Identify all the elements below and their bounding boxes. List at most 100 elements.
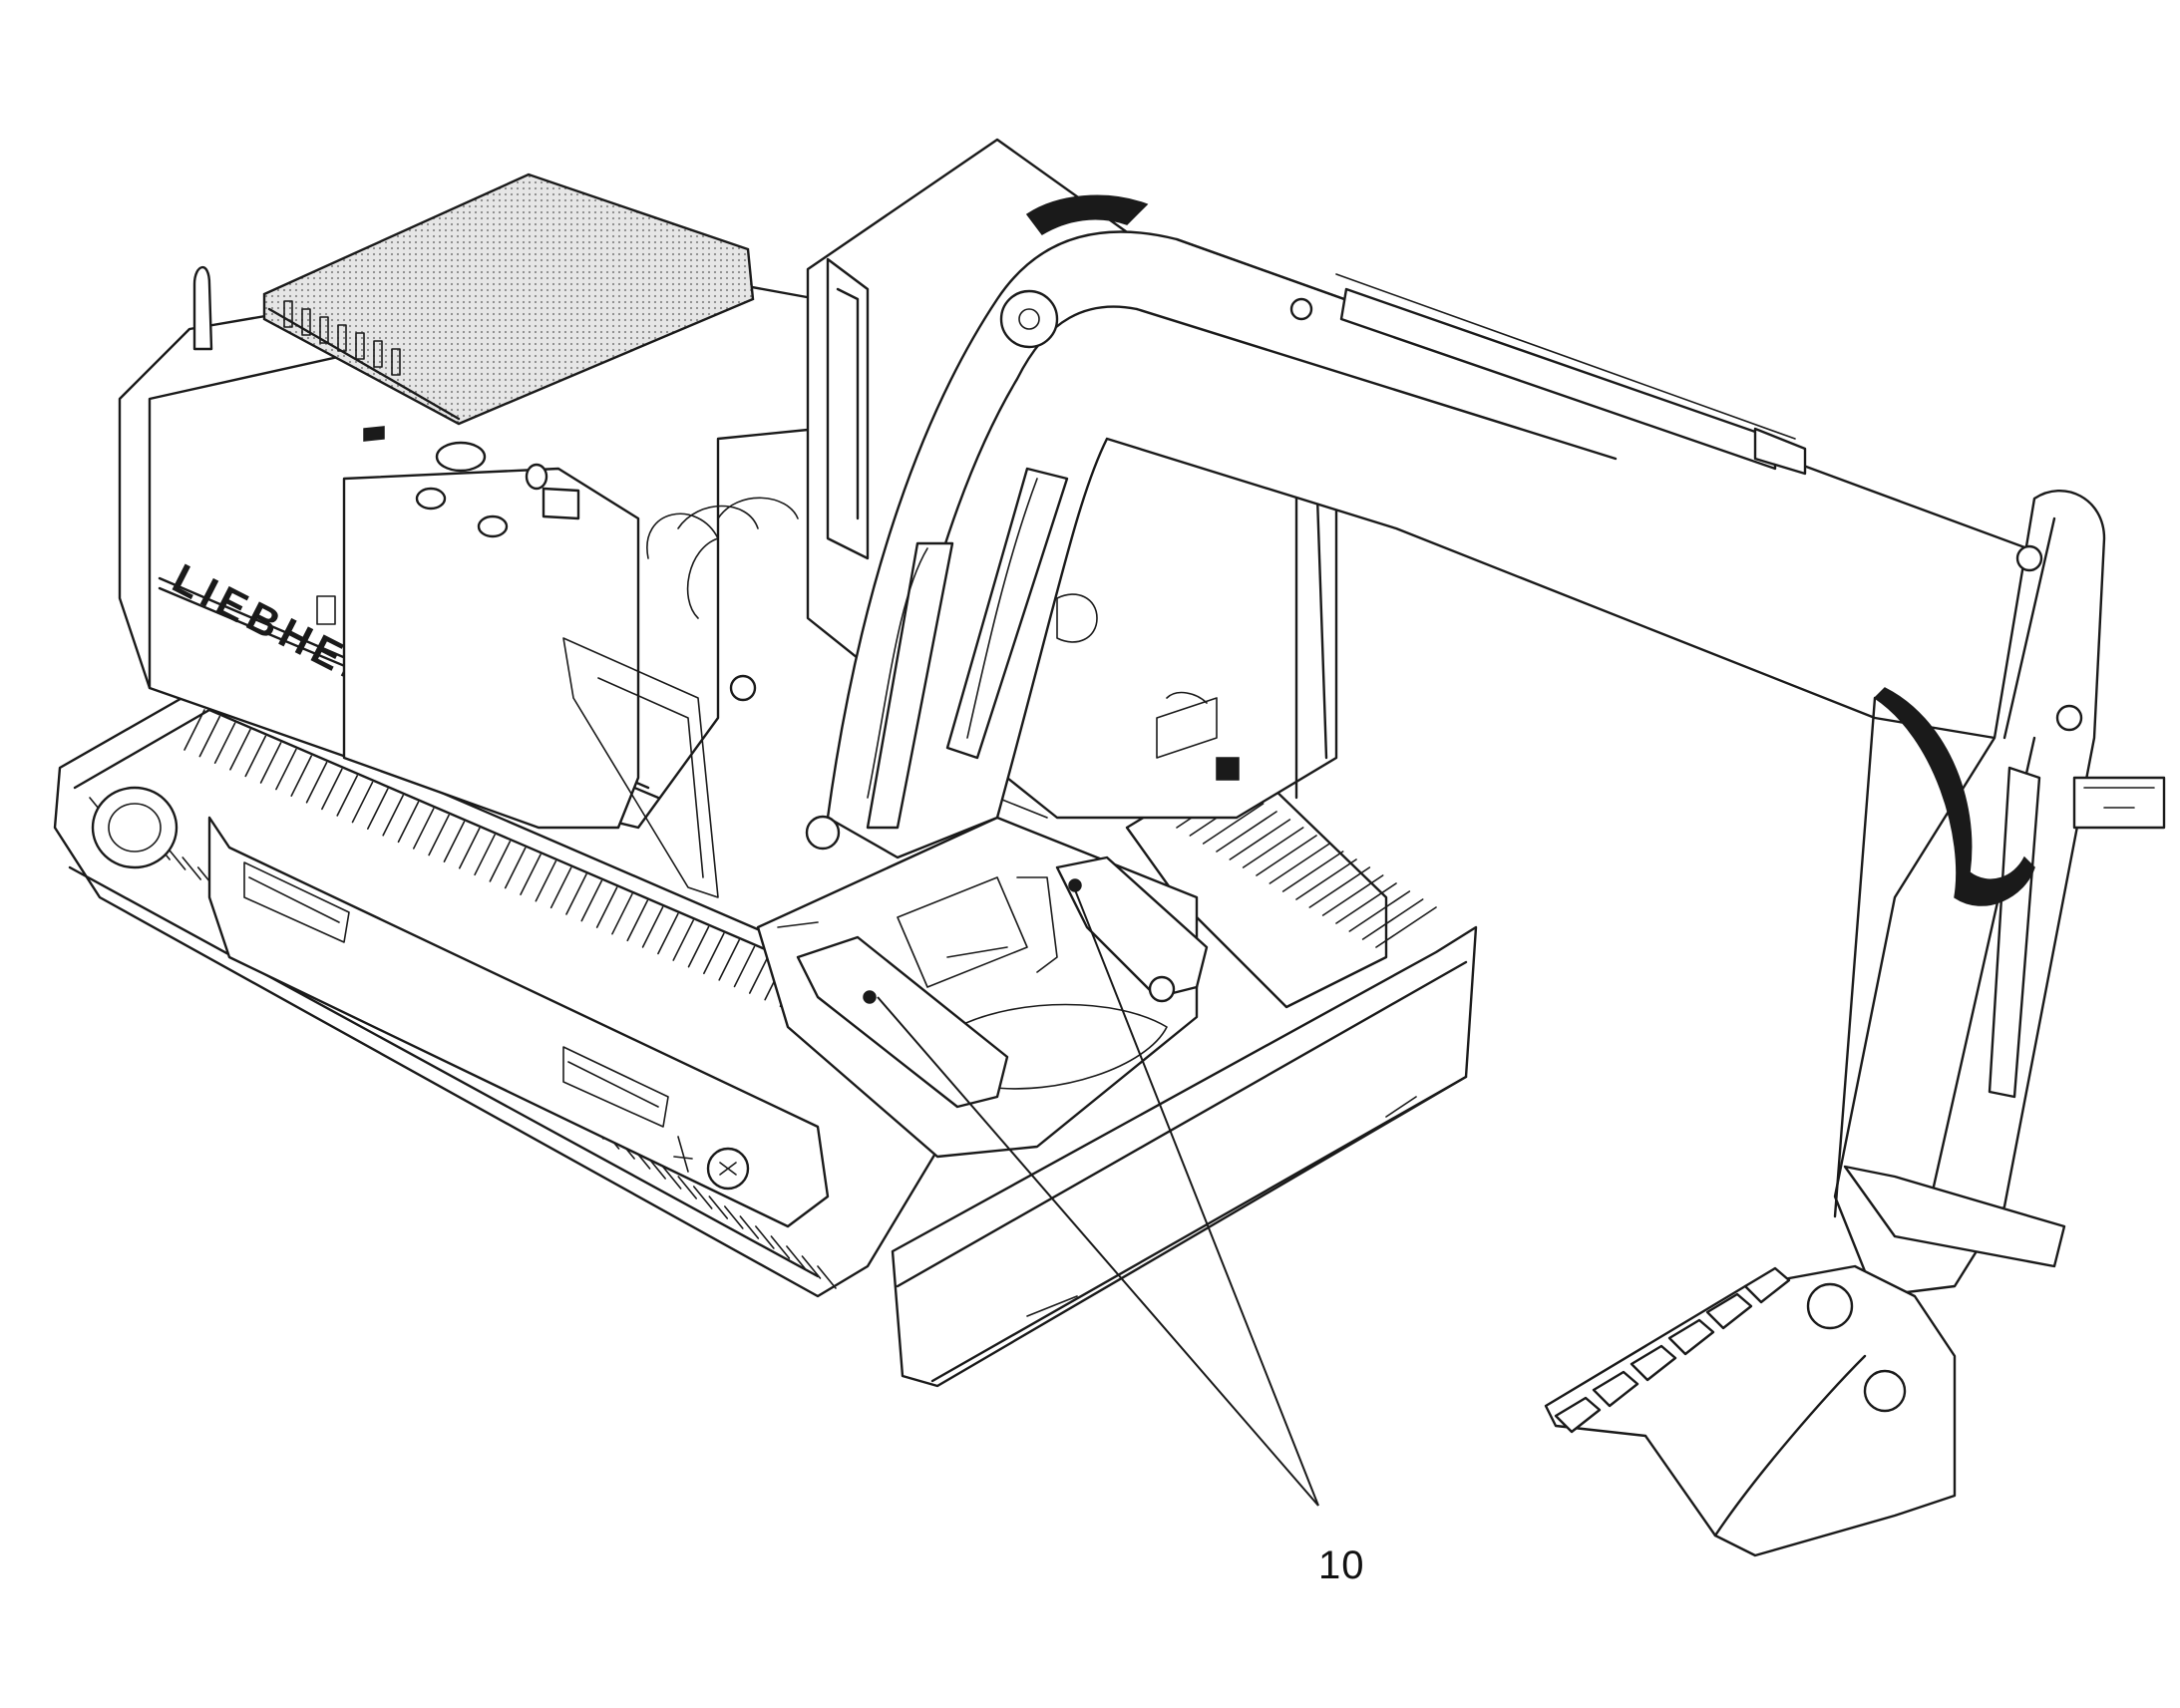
track-shoe [1202, 803, 1265, 845]
bucket-tooth [1592, 1370, 1639, 1408]
track-shoe [801, 1255, 822, 1279]
track-shoe [1361, 898, 1424, 940]
track-shoe [549, 866, 572, 909]
arm-cylinder [1339, 287, 1777, 471]
hydraulic-tank [342, 467, 640, 830]
grille-louver [391, 348, 401, 376]
track-shoe [474, 834, 496, 876]
bucket-tooth [1743, 1266, 1791, 1304]
track-shoe [412, 808, 435, 850]
left-crawler-track [53, 686, 959, 1298]
breather-cap [525, 463, 548, 491]
track-shoe [213, 722, 236, 764]
track-shoe [443, 821, 466, 862]
track-shoe [351, 781, 374, 824]
dozer-blade [891, 925, 1478, 1388]
track-shoe [641, 906, 664, 948]
hose-connector-block [2072, 776, 2166, 830]
handrail [562, 637, 719, 898]
track-shoe [520, 854, 542, 895]
track-shoe [259, 742, 282, 784]
track-shoe [672, 919, 695, 961]
boom-cylinder-right [945, 467, 1069, 760]
callout-number: 10 [1318, 1543, 1365, 1587]
hydraulic-hose-bundle [646, 497, 799, 619]
track-shoe [718, 939, 740, 981]
track-shoe [198, 715, 221, 758]
front-idler-wheel [91, 786, 179, 869]
track-shoe [595, 886, 618, 928]
bucket [1544, 1264, 1957, 1557]
track-shoe [1256, 835, 1317, 876]
track-shoe [703, 932, 725, 975]
track-shoe [817, 1265, 837, 1289]
track-shoe [708, 1196, 729, 1219]
boom [729, 194, 2066, 859]
track-shoe [504, 847, 527, 889]
track-shoe [733, 945, 756, 988]
track-frame [207, 816, 830, 1228]
track-shoe [677, 1176, 698, 1199]
fuel-cap [435, 441, 487, 473]
track-shoe [1295, 858, 1357, 900]
bucket-tooth [1630, 1344, 1677, 1382]
track-shoe [458, 827, 481, 869]
track-shoe [336, 775, 358, 817]
track-shoe [182, 856, 201, 880]
track-shoe [428, 814, 450, 856]
blade-arm-right [1055, 855, 1209, 999]
grille-louver [319, 316, 329, 344]
bucket-tooth [1705, 1292, 1753, 1330]
grille-louver [355, 332, 365, 360]
track-shoe [724, 1205, 744, 1229]
track-shoe [321, 768, 343, 811]
bucket-tooth [1667, 1318, 1715, 1356]
track-shoe [687, 925, 710, 968]
track-shoe [535, 859, 557, 902]
track-shoe [489, 841, 512, 882]
track-shoe [1375, 906, 1437, 948]
track-shoe [626, 899, 649, 942]
arm-pin [2015, 544, 2043, 572]
track-shoe [692, 1186, 713, 1209]
track-shoe [661, 1166, 682, 1190]
track-shoe [382, 794, 404, 837]
track-shoe [1335, 882, 1397, 924]
track-shoe [1348, 890, 1411, 932]
track-shoe [739, 1215, 760, 1239]
undercarriage-center [756, 797, 1209, 1159]
track-shoe [786, 1245, 806, 1269]
track-shoe [770, 1235, 791, 1259]
track-shoe [1216, 811, 1277, 853]
grille-louver [337, 324, 347, 352]
track-shoe [166, 847, 186, 870]
track-shoe [183, 709, 205, 751]
callout-leader-lines [877, 881, 1319, 1507]
track-shoe [397, 801, 420, 844]
track-shoe [657, 912, 679, 955]
track-shoe [244, 735, 267, 778]
engine-hood-grille [262, 172, 755, 426]
track-shoe [305, 761, 328, 804]
track-shoe [1308, 866, 1371, 908]
grille-louver [301, 308, 311, 336]
bucket-tooth [1554, 1396, 1602, 1434]
track-shoe [580, 879, 603, 922]
track-shoe [229, 728, 251, 771]
track-shoe [749, 952, 771, 994]
grille-louver [373, 340, 383, 368]
boom-cylinder-left [866, 541, 954, 830]
track-shoe [1229, 819, 1291, 860]
track-shoe [611, 892, 633, 935]
exhaust-pipe [192, 265, 213, 351]
track-shoe [275, 748, 297, 791]
track-shoe [367, 788, 389, 830]
blade-arm-left [796, 935, 1009, 1109]
track-shoe [755, 1225, 775, 1249]
track-shoe [1321, 874, 1384, 916]
track-shoe [290, 755, 313, 797]
track-shoe [1281, 851, 1344, 892]
arm [1833, 489, 2166, 1298]
upper-structure: LIEBHERR [118, 172, 820, 898]
